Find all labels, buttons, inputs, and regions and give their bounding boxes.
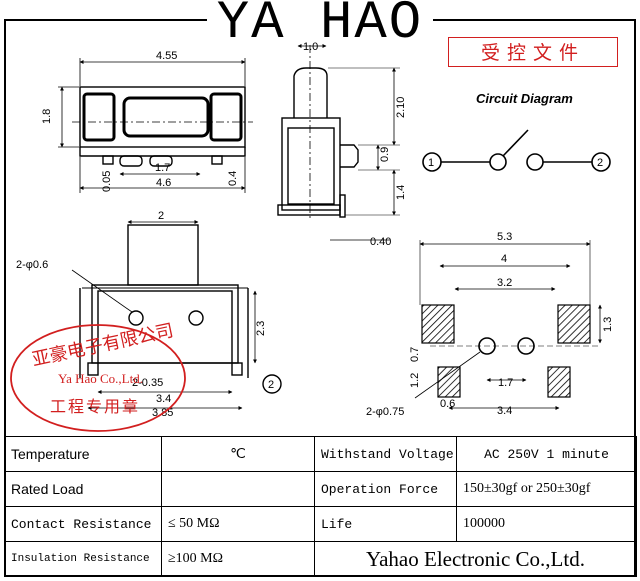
- dim-pcb-pad-h: 1.3: [602, 317, 614, 332]
- table-row: Temperature ℃ Withstand Voltage AC 250V …: [4, 436, 637, 472]
- dim-lead-thk: 0.05: [101, 171, 113, 192]
- dim-front-knob: 2: [158, 210, 164, 222]
- circuit-terminal-2: [262, 374, 282, 394]
- top-view: [58, 58, 253, 193]
- withstand-voltage-label: Withstand Voltage: [314, 436, 457, 472]
- front-terminal-2: 2: [268, 379, 274, 391]
- insulation-resistance-value: ≥100 MΩ: [161, 541, 315, 577]
- dim-pcb-w2: 4: [501, 253, 507, 265]
- seal-line-2: Ya Hao Co.,Ltd.: [58, 371, 143, 386]
- dim-pcb-pad-w: 0.6: [440, 398, 455, 410]
- pcb-layout: [414, 240, 602, 410]
- spec-table: Temperature ℃ Withstand Voltage AC 250V …: [4, 436, 637, 577]
- side-view: [277, 44, 400, 241]
- table-row: Insulation Resistance ≥100 MΩ Yahao Elec…: [4, 541, 637, 577]
- circuit-terminal-2: 2: [597, 157, 603, 169]
- dim-side-h2: 0.9: [379, 147, 391, 162]
- contact-resistance-label: Contact Resistance: [4, 506, 162, 542]
- dim-pcb-hole: 2-φ0.75: [366, 406, 404, 418]
- rated-load-label: Rated Load: [4, 471, 162, 507]
- rated-load-value: [161, 471, 315, 507]
- dim-side-h1: 2.10: [395, 97, 407, 118]
- dim-front-hole: 2-φ0.6: [16, 259, 48, 271]
- dim-front-w2: 3.4: [156, 393, 171, 405]
- dim-front-w1: 2-0.35: [132, 377, 163, 389]
- insulation-resistance-label: Insulation Resistance: [4, 541, 162, 577]
- dim-top-height: 1.8: [41, 109, 53, 124]
- dim-pcb-h: 1.2: [409, 373, 421, 388]
- seal-line-3: 工程专用章: [50, 397, 140, 416]
- life-value: 100000: [456, 506, 637, 542]
- dim-pcb-gap: 0.7: [409, 347, 421, 362]
- circuit-terminal-1: 1: [428, 157, 434, 169]
- withstand-voltage-value: AC 250V 1 minute: [456, 436, 637, 472]
- dim-top-width: 4.55: [156, 50, 177, 62]
- dim-side-base: 0.40: [370, 236, 391, 248]
- dim-pcb-hole-gap: 1.7: [498, 377, 513, 389]
- front-view: [71, 220, 257, 410]
- temperature-value: ℃: [161, 436, 315, 472]
- circuit-diagram: [422, 129, 611, 172]
- circuit-diagram-title: Circuit Diagram: [476, 91, 573, 106]
- dim-side-h3: 1.4: [395, 185, 407, 200]
- dim-pcb-w1: 5.3: [497, 231, 512, 243]
- contact-resistance-value: ≤ 50 MΩ: [161, 506, 315, 542]
- dim-lead-h: 0.4: [227, 171, 239, 186]
- table-row: Contact Resistance ≤ 50 MΩ Life 100000: [4, 506, 637, 542]
- dim-overall-width: 4.6: [156, 177, 171, 189]
- dim-lead-space: 1.7: [155, 162, 170, 174]
- table-row: Rated Load Operation Force 150±30gf or 2…: [4, 471, 637, 507]
- operation-force-label: Operation Force: [314, 471, 457, 507]
- life-label: Life: [314, 506, 457, 542]
- dim-front-h: 2.3: [255, 321, 267, 336]
- dim-pcb-pad-span: 3.4: [497, 405, 512, 417]
- dim-side-actuator: 1.0: [303, 41, 318, 53]
- company-name: Yahao Electronic Co.,Ltd.: [314, 541, 637, 577]
- dim-pcb-w3: 3.2: [497, 277, 512, 289]
- operation-force-value: 150±30gf or 250±30gf: [456, 471, 637, 507]
- temperature-label: Temperature: [4, 436, 162, 472]
- controlled-document-stamp: 受控文件: [448, 37, 618, 67]
